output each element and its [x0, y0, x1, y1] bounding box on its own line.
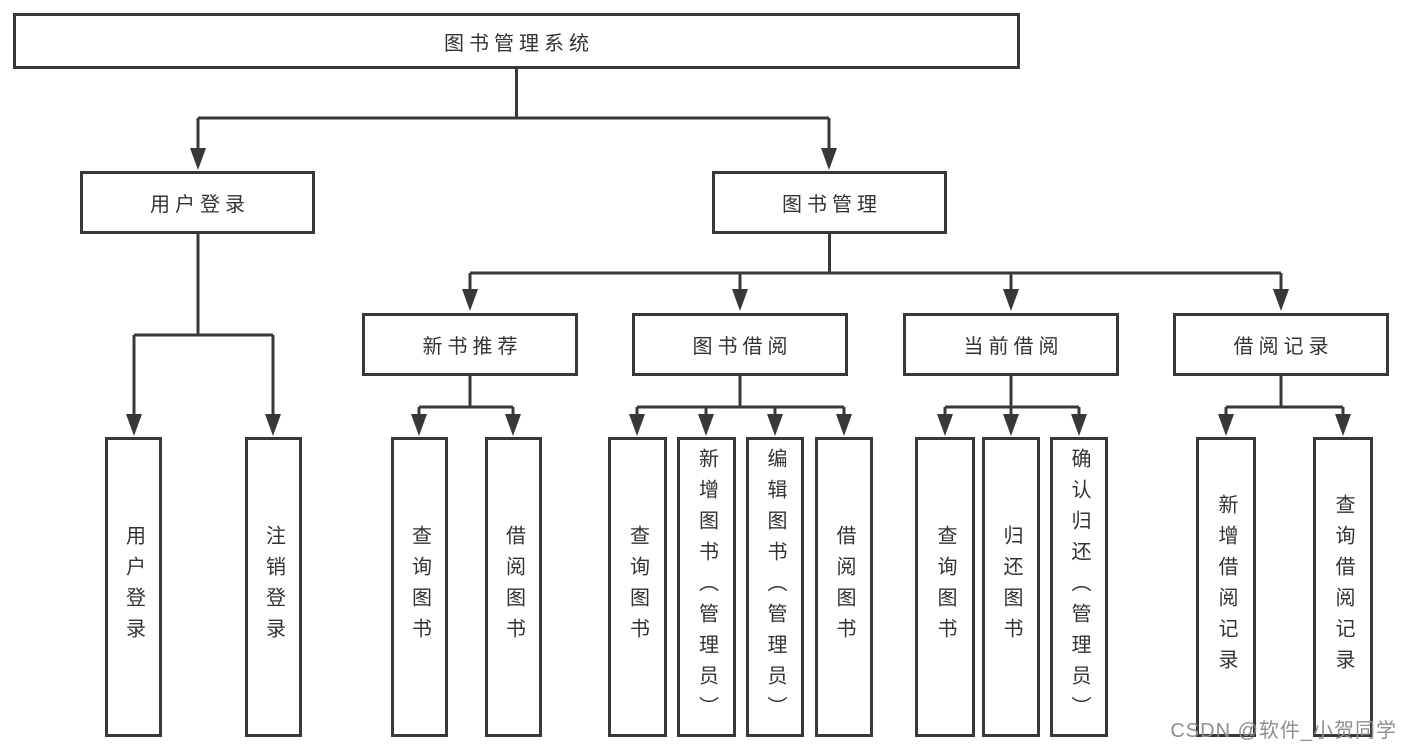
leaf-return-books: 归还图书 [982, 437, 1040, 737]
leaf-add-books-admin: 新增图书（管理员） [677, 437, 736, 737]
leaf-add-borrow-record-label: 新增借阅记录 [1215, 494, 1237, 680]
node-book-manage: 图书管理 [712, 171, 947, 234]
leaf-edit-books-admin-label: 编辑图书（管理员） [764, 447, 786, 727]
node-current-borrow: 当前借阅 [903, 313, 1119, 376]
leaf-recommend-query-books: 查询图书 [391, 437, 448, 737]
arrow-down-icon [462, 289, 478, 311]
connector-current-to-leaves [937, 376, 1087, 436]
leaf-borrow-books: 借阅图书 [815, 437, 873, 737]
connector-borrow-to-leaves [629, 376, 852, 436]
leaf-current-query-books: 查询图书 [915, 437, 975, 737]
leaf-add-borrow-record: 新增借阅记录 [1196, 437, 1256, 737]
node-book-borrow-label: 图书借阅 [692, 336, 793, 358]
node-system-root: 图书管理系统 [13, 13, 1020, 69]
arrow-down-icon [732, 289, 748, 311]
leaf-confirm-return-admin-label: 确认归还（管理员） [1068, 447, 1090, 727]
node-user-login: 用户登录 [80, 171, 315, 234]
arrow-down-icon [411, 414, 427, 436]
connector-root-to-level2 [190, 69, 837, 170]
arrow-down-icon [698, 414, 714, 436]
leaf-borrow-books-label: 借阅图书 [833, 525, 855, 649]
node-book-manage-label: 图书管理 [782, 194, 882, 216]
leaf-user-login-label: 用户登录 [122, 525, 145, 649]
node-book-borrow: 图书借阅 [632, 313, 848, 376]
leaf-confirm-return-admin: 确认归还（管理员） [1050, 437, 1108, 737]
connector-login-to-leaves [126, 234, 281, 436]
leaf-recommend-borrow-books-label: 借阅图书 [502, 525, 525, 649]
arrow-down-icon [1003, 414, 1019, 436]
node-borrow-records-label: 借阅记录 [1233, 336, 1334, 358]
arrow-down-icon [126, 414, 142, 436]
leaf-recommend-borrow-books: 借阅图书 [485, 437, 542, 737]
leaf-query-borrow-record-label: 查询借阅记录 [1332, 494, 1354, 680]
arrow-down-icon [767, 414, 783, 436]
node-new-book-recommend: 新书推荐 [362, 313, 578, 376]
connector-recommend-to-leaves [411, 376, 521, 436]
node-new-book-recommend-label: 新书推荐 [422, 336, 523, 358]
arrow-down-icon [265, 414, 281, 436]
arrow-down-icon [1071, 414, 1087, 436]
arrow-down-icon [937, 414, 953, 436]
connector-records-to-leaves [1218, 376, 1351, 436]
leaf-query-borrow-record: 查询借阅记录 [1313, 437, 1373, 737]
leaf-edit-books-admin: 编辑图书（管理员） [746, 437, 804, 737]
arrow-down-icon [821, 148, 837, 170]
arrow-down-icon [1273, 289, 1289, 311]
node-user-login-label: 用户登录 [150, 194, 250, 216]
leaf-add-books-admin-label: 新增图书（管理员） [695, 447, 718, 727]
leaf-recommend-query-books-label: 查询图书 [408, 525, 431, 649]
connector-manage-to-level3 [462, 234, 1289, 311]
leaf-user-login: 用户登录 [105, 437, 162, 737]
leaf-borrow-query-books: 查询图书 [608, 437, 667, 737]
node-current-borrow-label: 当前借阅 [963, 336, 1064, 358]
arrow-down-icon [190, 148, 206, 170]
arrow-down-icon [836, 414, 852, 436]
leaf-logout-label: 注销登录 [262, 525, 285, 649]
arrow-down-icon [505, 414, 521, 436]
leaf-borrow-query-books-label: 查询图书 [626, 525, 649, 649]
csdn-watermark: CSDN @软件_小贺同学 [1170, 720, 1397, 742]
leaf-logout: 注销登录 [245, 437, 302, 737]
arrow-down-icon [1335, 414, 1351, 436]
arrow-down-icon [1003, 289, 1019, 311]
arrow-down-icon [629, 414, 645, 436]
node-system-root-label: 图书管理系统 [444, 32, 594, 55]
leaf-current-query-books-label: 查询图书 [934, 525, 956, 649]
arrow-down-icon [1218, 414, 1234, 436]
node-borrow-records: 借阅记录 [1173, 313, 1389, 376]
leaf-return-books-label: 归还图书 [1000, 525, 1022, 649]
